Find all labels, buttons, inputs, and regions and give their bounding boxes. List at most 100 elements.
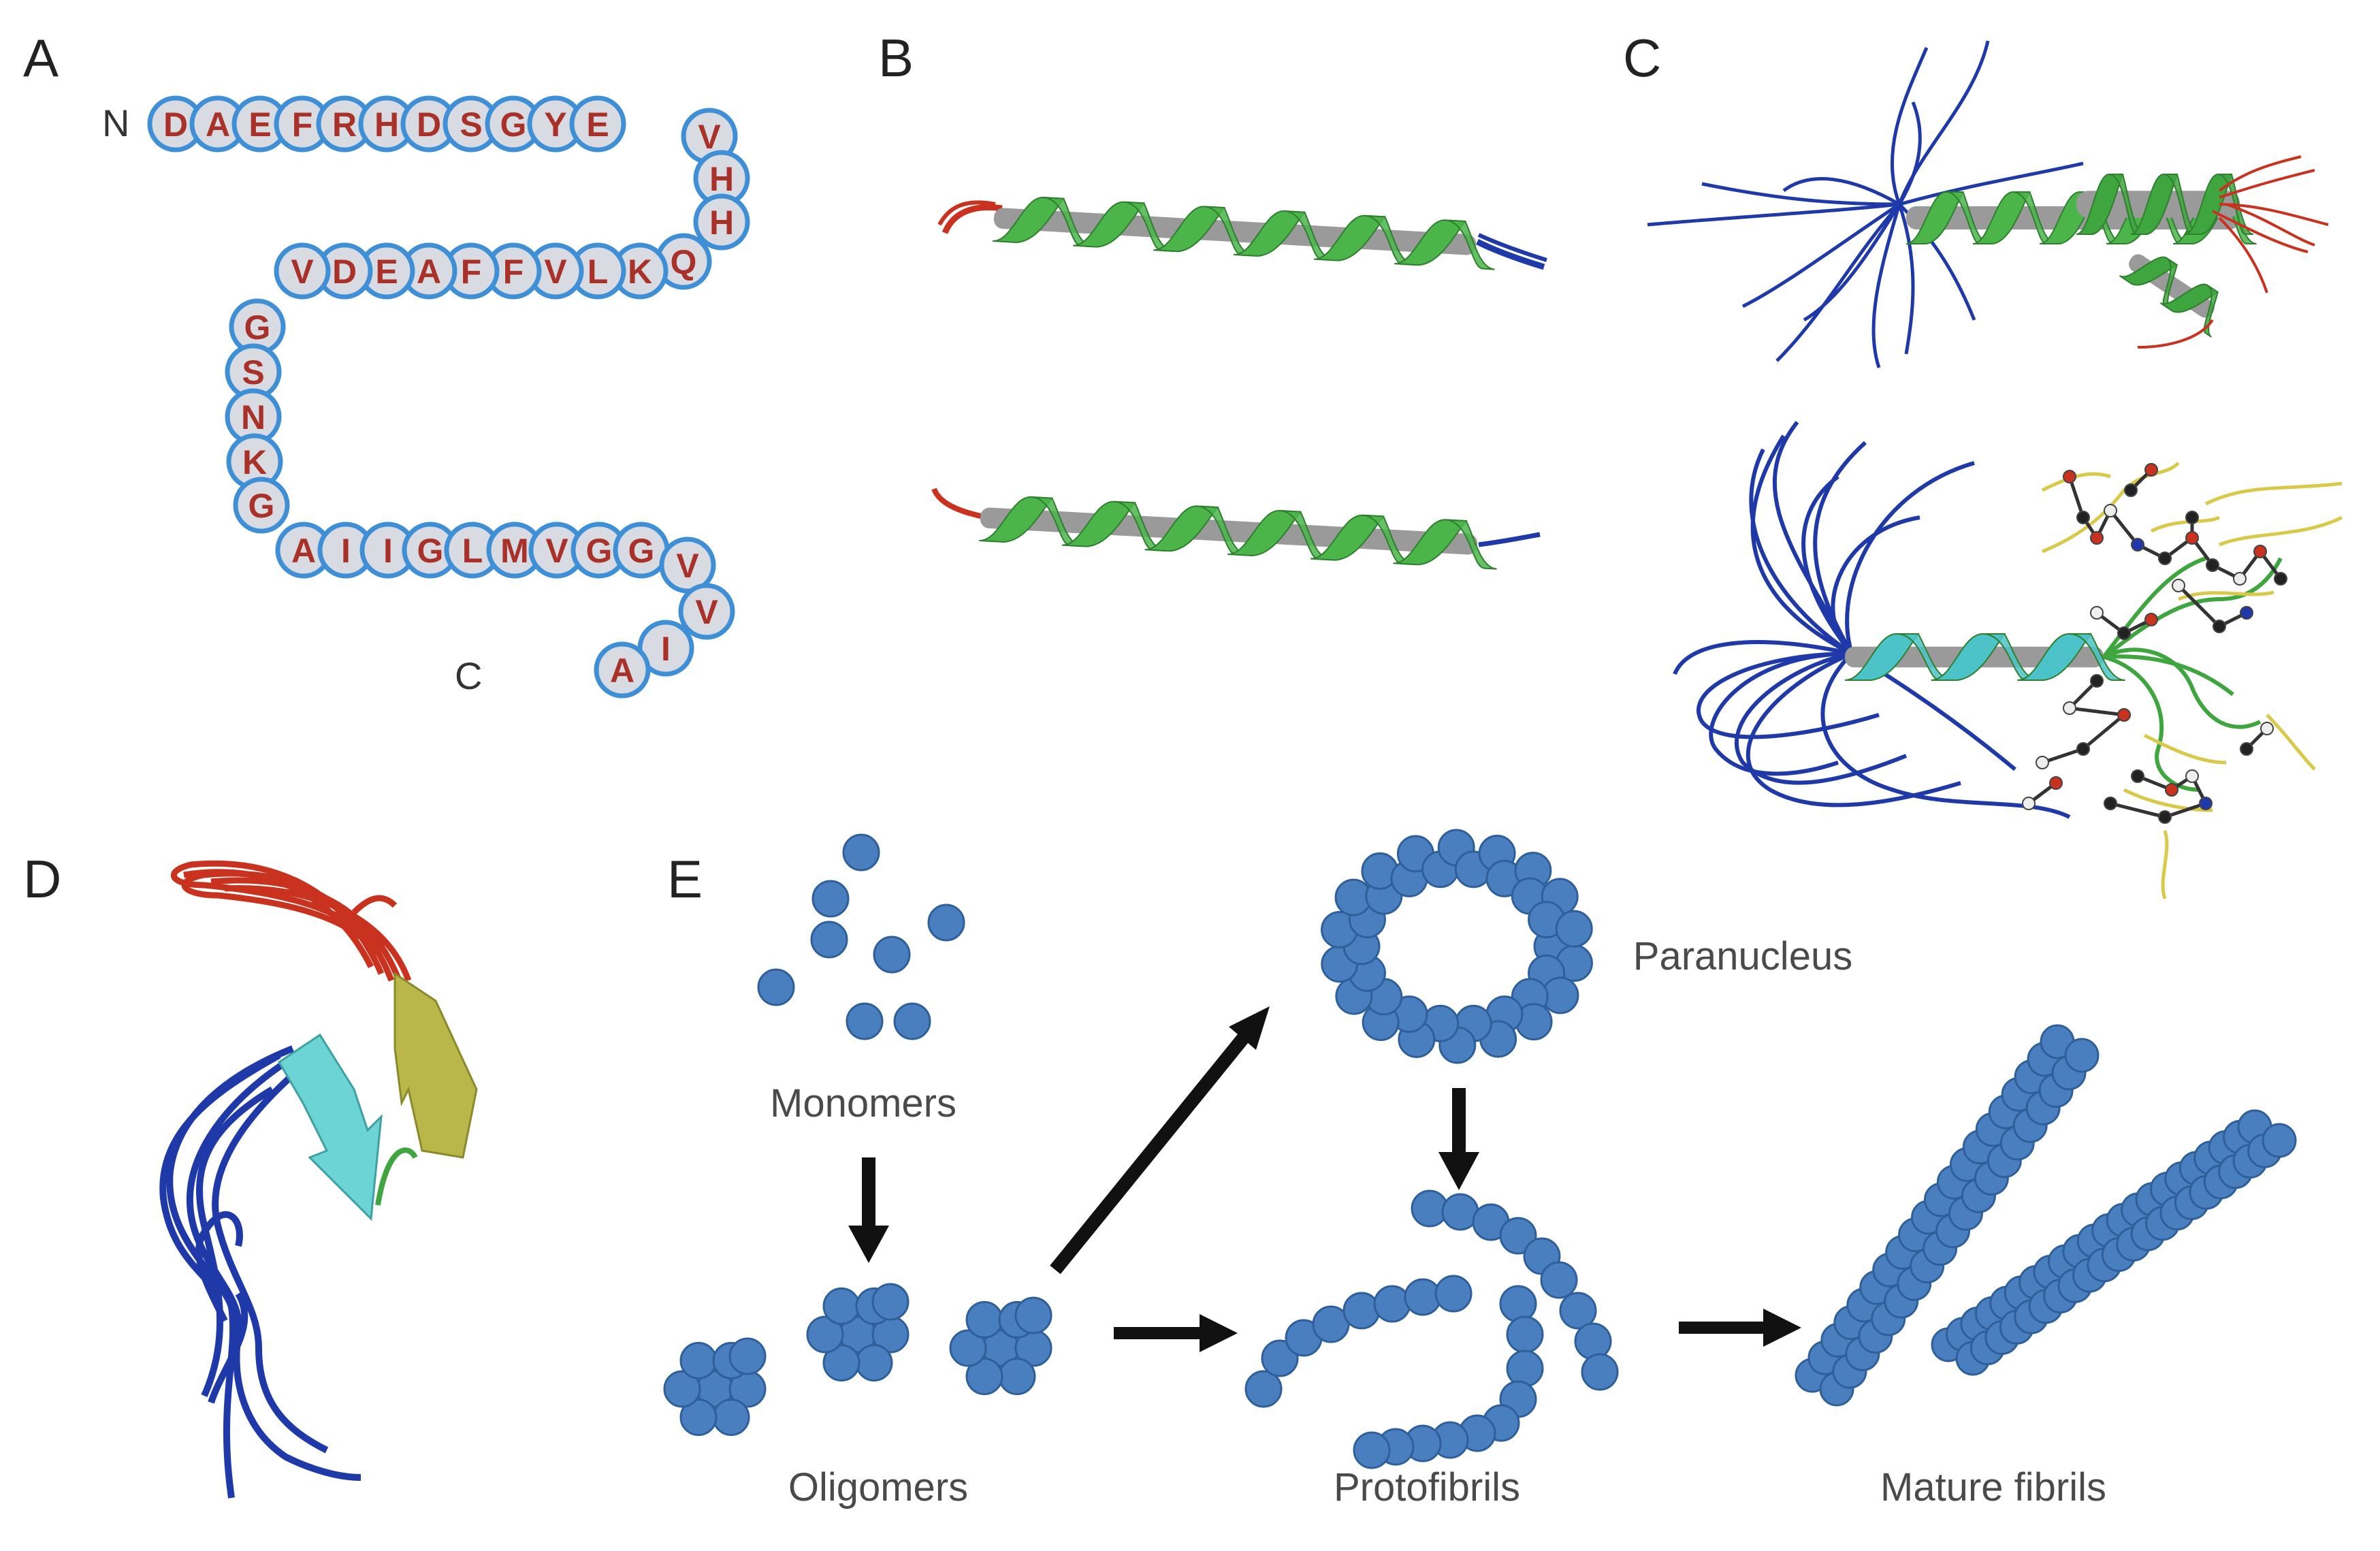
panel-label-e: E <box>667 849 703 909</box>
panel-d: D <box>23 849 478 1499</box>
residue-bead: E <box>569 95 626 153</box>
residue-bead: S <box>225 343 282 400</box>
residue-letter: M <box>500 532 529 570</box>
residue-letter: H <box>709 204 734 242</box>
residue-letter: H <box>709 160 734 198</box>
residue-bead: G <box>402 522 459 579</box>
residue-letter: V <box>695 593 718 631</box>
paranucleus-label: Paranucleus <box>1633 934 1852 978</box>
oligomer-sphere <box>965 1300 1003 1339</box>
residue-letter: A <box>291 532 316 570</box>
arrow-monomers-to-oligomers <box>848 1157 889 1263</box>
residue-letter: H <box>374 106 399 144</box>
oligomer-sphere <box>965 1358 1003 1396</box>
residue-letter: V <box>291 253 314 291</box>
residue-letter: D <box>417 106 441 144</box>
oligomer-sphere <box>806 1315 844 1354</box>
protofibrils-label: Protofibrils <box>1334 1465 1520 1509</box>
residue-letter: G <box>500 106 527 144</box>
oligomer-sphere <box>663 1370 701 1408</box>
fibril-sphere <box>2262 1123 2297 1158</box>
protofibril-sphere <box>1506 1315 1544 1354</box>
residue-letter: E <box>375 253 398 291</box>
residue-letter: G <box>248 487 275 525</box>
paranucleus-sphere <box>1555 910 1593 948</box>
residue-bead: V <box>681 108 738 165</box>
helix-structure-lower <box>931 487 1541 570</box>
arrow-oligomers-to-paranucleus <box>1050 1006 1270 1275</box>
panel-label-d: D <box>23 849 61 909</box>
monomer-sphere <box>842 833 880 872</box>
residue-bead: A <box>594 641 651 699</box>
monomer-sphere <box>893 1002 931 1040</box>
panel-label-c: C <box>1623 28 1661 88</box>
monomer-sphere <box>873 936 911 974</box>
residue-letter: V <box>698 118 721 156</box>
oligomer-sphere <box>822 1344 861 1382</box>
panel-c: C <box>1623 28 2343 899</box>
residue-letter: V <box>676 547 699 585</box>
oligomer-sphere <box>855 1344 893 1382</box>
residue-letter: I <box>341 532 351 570</box>
residue-bead: V <box>678 583 735 640</box>
helix-ensemble-lower <box>1673 421 2343 899</box>
residue-letter: D <box>332 253 357 291</box>
residue-bead: H <box>693 193 750 251</box>
protofibril-sphere <box>1574 1322 1612 1360</box>
residue-bead: K <box>226 433 283 490</box>
residue-letter: F <box>461 253 482 291</box>
residue-letter: A <box>417 253 441 291</box>
protofibril-sphere <box>1540 1261 1578 1299</box>
protofibril-sphere <box>1312 1305 1350 1343</box>
residue-letter: Y <box>544 106 566 144</box>
protofibril-sphere <box>1244 1370 1283 1408</box>
residue-bead: I <box>637 620 694 677</box>
monomer-sphere <box>810 921 848 959</box>
monomer-sphere <box>757 968 795 1006</box>
residue-bead: V <box>274 242 331 300</box>
panel-e: E Monomers Oligomers Paranucleus Protofi… <box>663 829 2297 1509</box>
panel-label-a: A <box>23 28 59 88</box>
protofibril-sphere <box>1342 1292 1381 1330</box>
residue-letter: S <box>460 106 482 144</box>
residue-bead: I <box>359 522 417 579</box>
residue-bead: G <box>485 95 542 153</box>
protofibril-sphere <box>1353 1431 1391 1469</box>
residue-letter: E <box>248 106 271 144</box>
residue-letter: D <box>163 106 188 144</box>
protofibril-sphere <box>1261 1339 1299 1377</box>
oligomer-sphere <box>712 1398 750 1437</box>
residue-bead: D <box>316 242 373 300</box>
residue-letter: G <box>586 532 613 570</box>
residue-letter: I <box>661 630 671 668</box>
oligomer-sphere <box>998 1358 1036 1396</box>
c-terminus-label: C <box>455 654 482 697</box>
residue-letter: F <box>292 106 313 144</box>
protofibril-sphere <box>1434 1275 1473 1313</box>
residue-letter: S <box>242 353 264 391</box>
residue-bead: G <box>613 522 670 579</box>
helix-structure-upper <box>937 197 1547 270</box>
arrow-protofibrils-to-mature-fibrils <box>1679 1309 1801 1347</box>
residue-letter: G <box>417 532 444 570</box>
protofibril-sphere <box>1373 1285 1411 1323</box>
aggregation-spheres <box>663 829 2297 1469</box>
arrow-oligomers-to-protofibrils <box>1114 1314 1238 1352</box>
residue-letter: Q <box>671 243 697 281</box>
residue-letter: G <box>628 532 655 570</box>
residue-bead: G <box>233 477 290 534</box>
mature-fibrils-label: Mature fibrils <box>1880 1465 2106 1509</box>
oligomer-sphere <box>871 1283 910 1321</box>
monomer-sphere <box>846 1002 884 1040</box>
residue-bead: G <box>570 522 628 579</box>
monomer-sphere <box>811 880 850 918</box>
protofibril-sphere <box>1581 1353 1619 1391</box>
arrows <box>848 1006 1801 1352</box>
residue-letter: L <box>462 532 483 570</box>
residue-bead: S <box>443 95 500 153</box>
fibril-sphere <box>2064 1038 2100 1073</box>
residue-letter: L <box>588 253 609 291</box>
residue-letter: A <box>206 106 230 144</box>
